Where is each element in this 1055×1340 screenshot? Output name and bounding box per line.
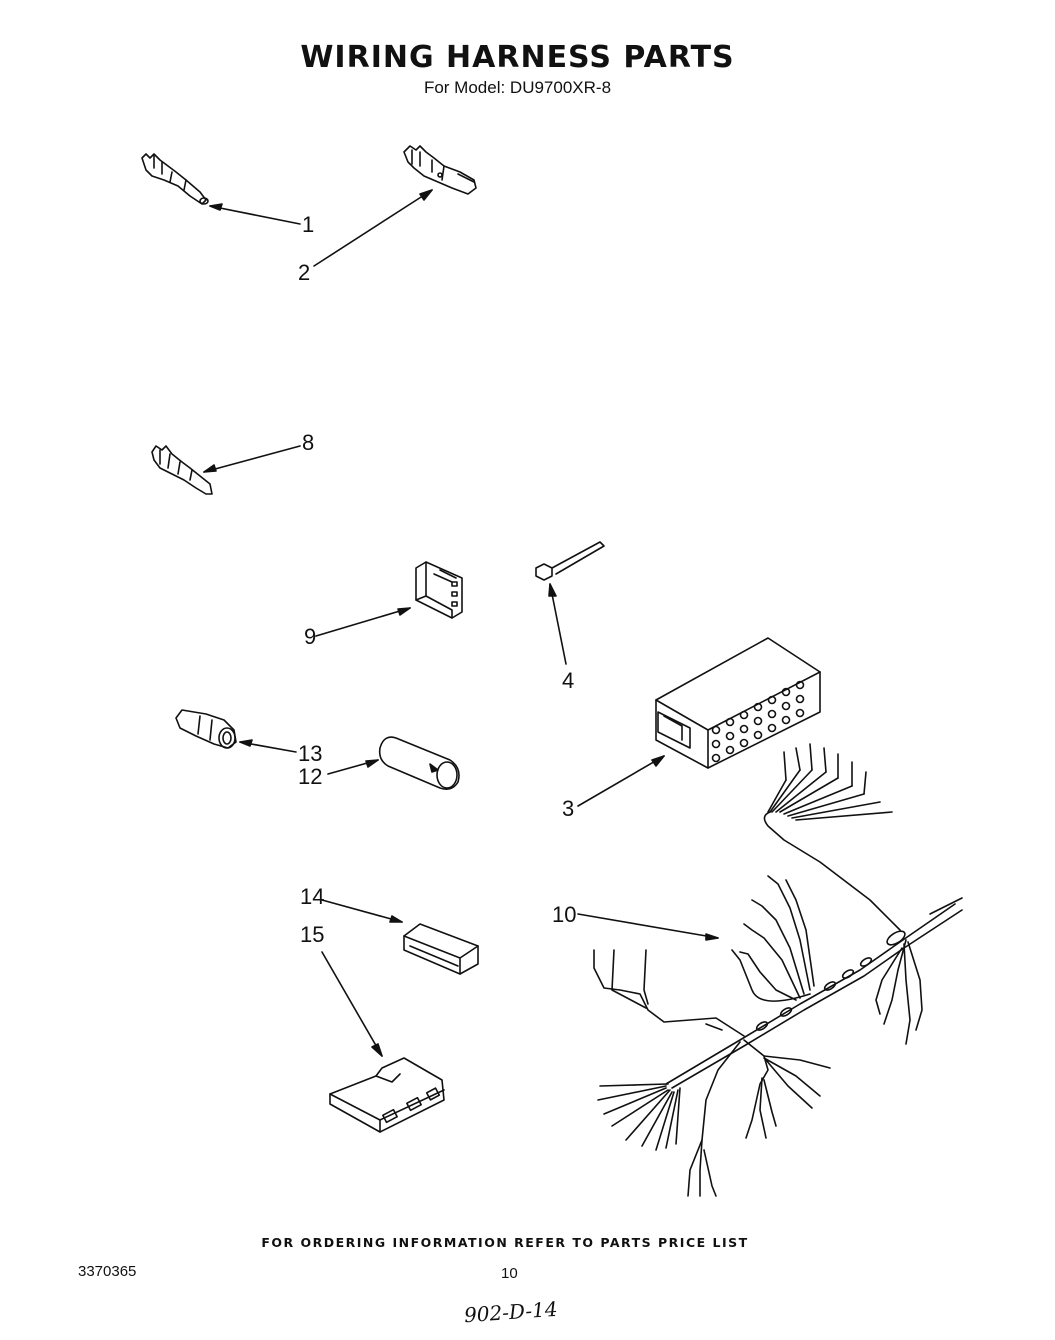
leader-line-15 [322,952,382,1056]
wiring-harness-icon [594,744,962,1196]
callout-3: 3 [562,796,575,821]
page-number: 10 [501,1265,518,1282]
callout-4: 4 [562,668,575,693]
terminal-receptacle-icon [404,146,476,194]
connector-bracket-icon [330,1058,444,1132]
leader-line-2 [314,190,432,266]
wire-end-mark [930,898,962,914]
leader-line-14 [322,900,402,922]
insulator-bushing-icon [176,710,236,748]
leader-line-8 [204,446,300,472]
model-subtitle: For Model: DU9700XR-8 [423,78,612,97]
callout-2: 2 [298,260,311,285]
connector-clip-icon [404,924,478,974]
leader-line-13 [240,740,296,752]
leader-line-12 [328,760,378,774]
callout-1: 1 [302,212,315,237]
leader-line-4 [549,584,566,664]
connector-block-icon [656,638,820,768]
callout-12: 12 [298,764,323,789]
ordering-note: FOR ORDERING INFORMATION REFER TO PARTS … [261,1235,749,1250]
leader-line-9 [316,608,410,636]
callout-14: 14 [300,884,325,909]
callout-10: 10 [552,902,577,927]
document-number: 3370365 [78,1263,137,1280]
leader-line-10 [578,914,718,940]
page-title: WIRING HARNESS PARTS [300,40,735,75]
terminal-pin-icon [152,446,212,494]
connector-housing-icon [416,562,462,618]
callout-9: 9 [304,624,317,649]
callout-15: 15 [300,922,325,947]
callout-8: 8 [302,430,315,455]
leader-line-3 [578,756,664,806]
terminal-pin-icon [142,154,208,204]
insulator-sleeve-icon [380,737,459,789]
cable-tie-icon [536,542,604,580]
callout-13: 13 [298,741,323,766]
leader-line-1 [210,204,300,224]
